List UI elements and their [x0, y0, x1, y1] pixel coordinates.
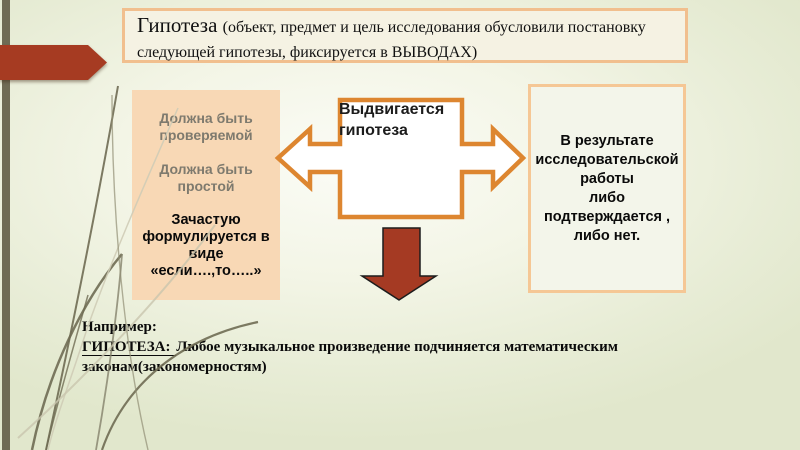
result-box: В результате исследовательской работы ли… — [528, 84, 686, 293]
criteria-box: Должна быть проверяемой Должна быть прос… — [132, 90, 280, 300]
example-block: Например: ГИПОТЕЗА: Любое музыкальное пр… — [82, 317, 638, 377]
criteria-item-testable: Должна быть проверяемой — [159, 110, 253, 143]
example-term: ГИПОТЕЗА: — [82, 339, 177, 356]
red-right-arrow-icon — [0, 45, 107, 80]
example-intro: Например: — [82, 319, 157, 335]
page-subtitle: (объект, предмет и цель исследования обу… — [137, 19, 646, 61]
criteria-item-if-then: Зачастую формулируется в виде «если….,то… — [142, 212, 270, 279]
result-text: В результате исследовательской работы ли… — [535, 132, 679, 244]
title-box: Гипотеза (объект, предмет и цель исследо… — [122, 8, 688, 63]
page-title: Гипотеза — [137, 13, 223, 37]
left-accent-bar — [2, 0, 10, 450]
example-sentence: ГИПОТЕЗА: Любое музыкальное произведение… — [82, 337, 638, 377]
left-right-arrow-callout-icon — [274, 97, 527, 220]
down-arrow-icon — [359, 227, 439, 301]
callout-label: Выдвигается гипотеза — [339, 101, 445, 139]
criteria-item-simple: Должна быть простой — [159, 161, 253, 194]
